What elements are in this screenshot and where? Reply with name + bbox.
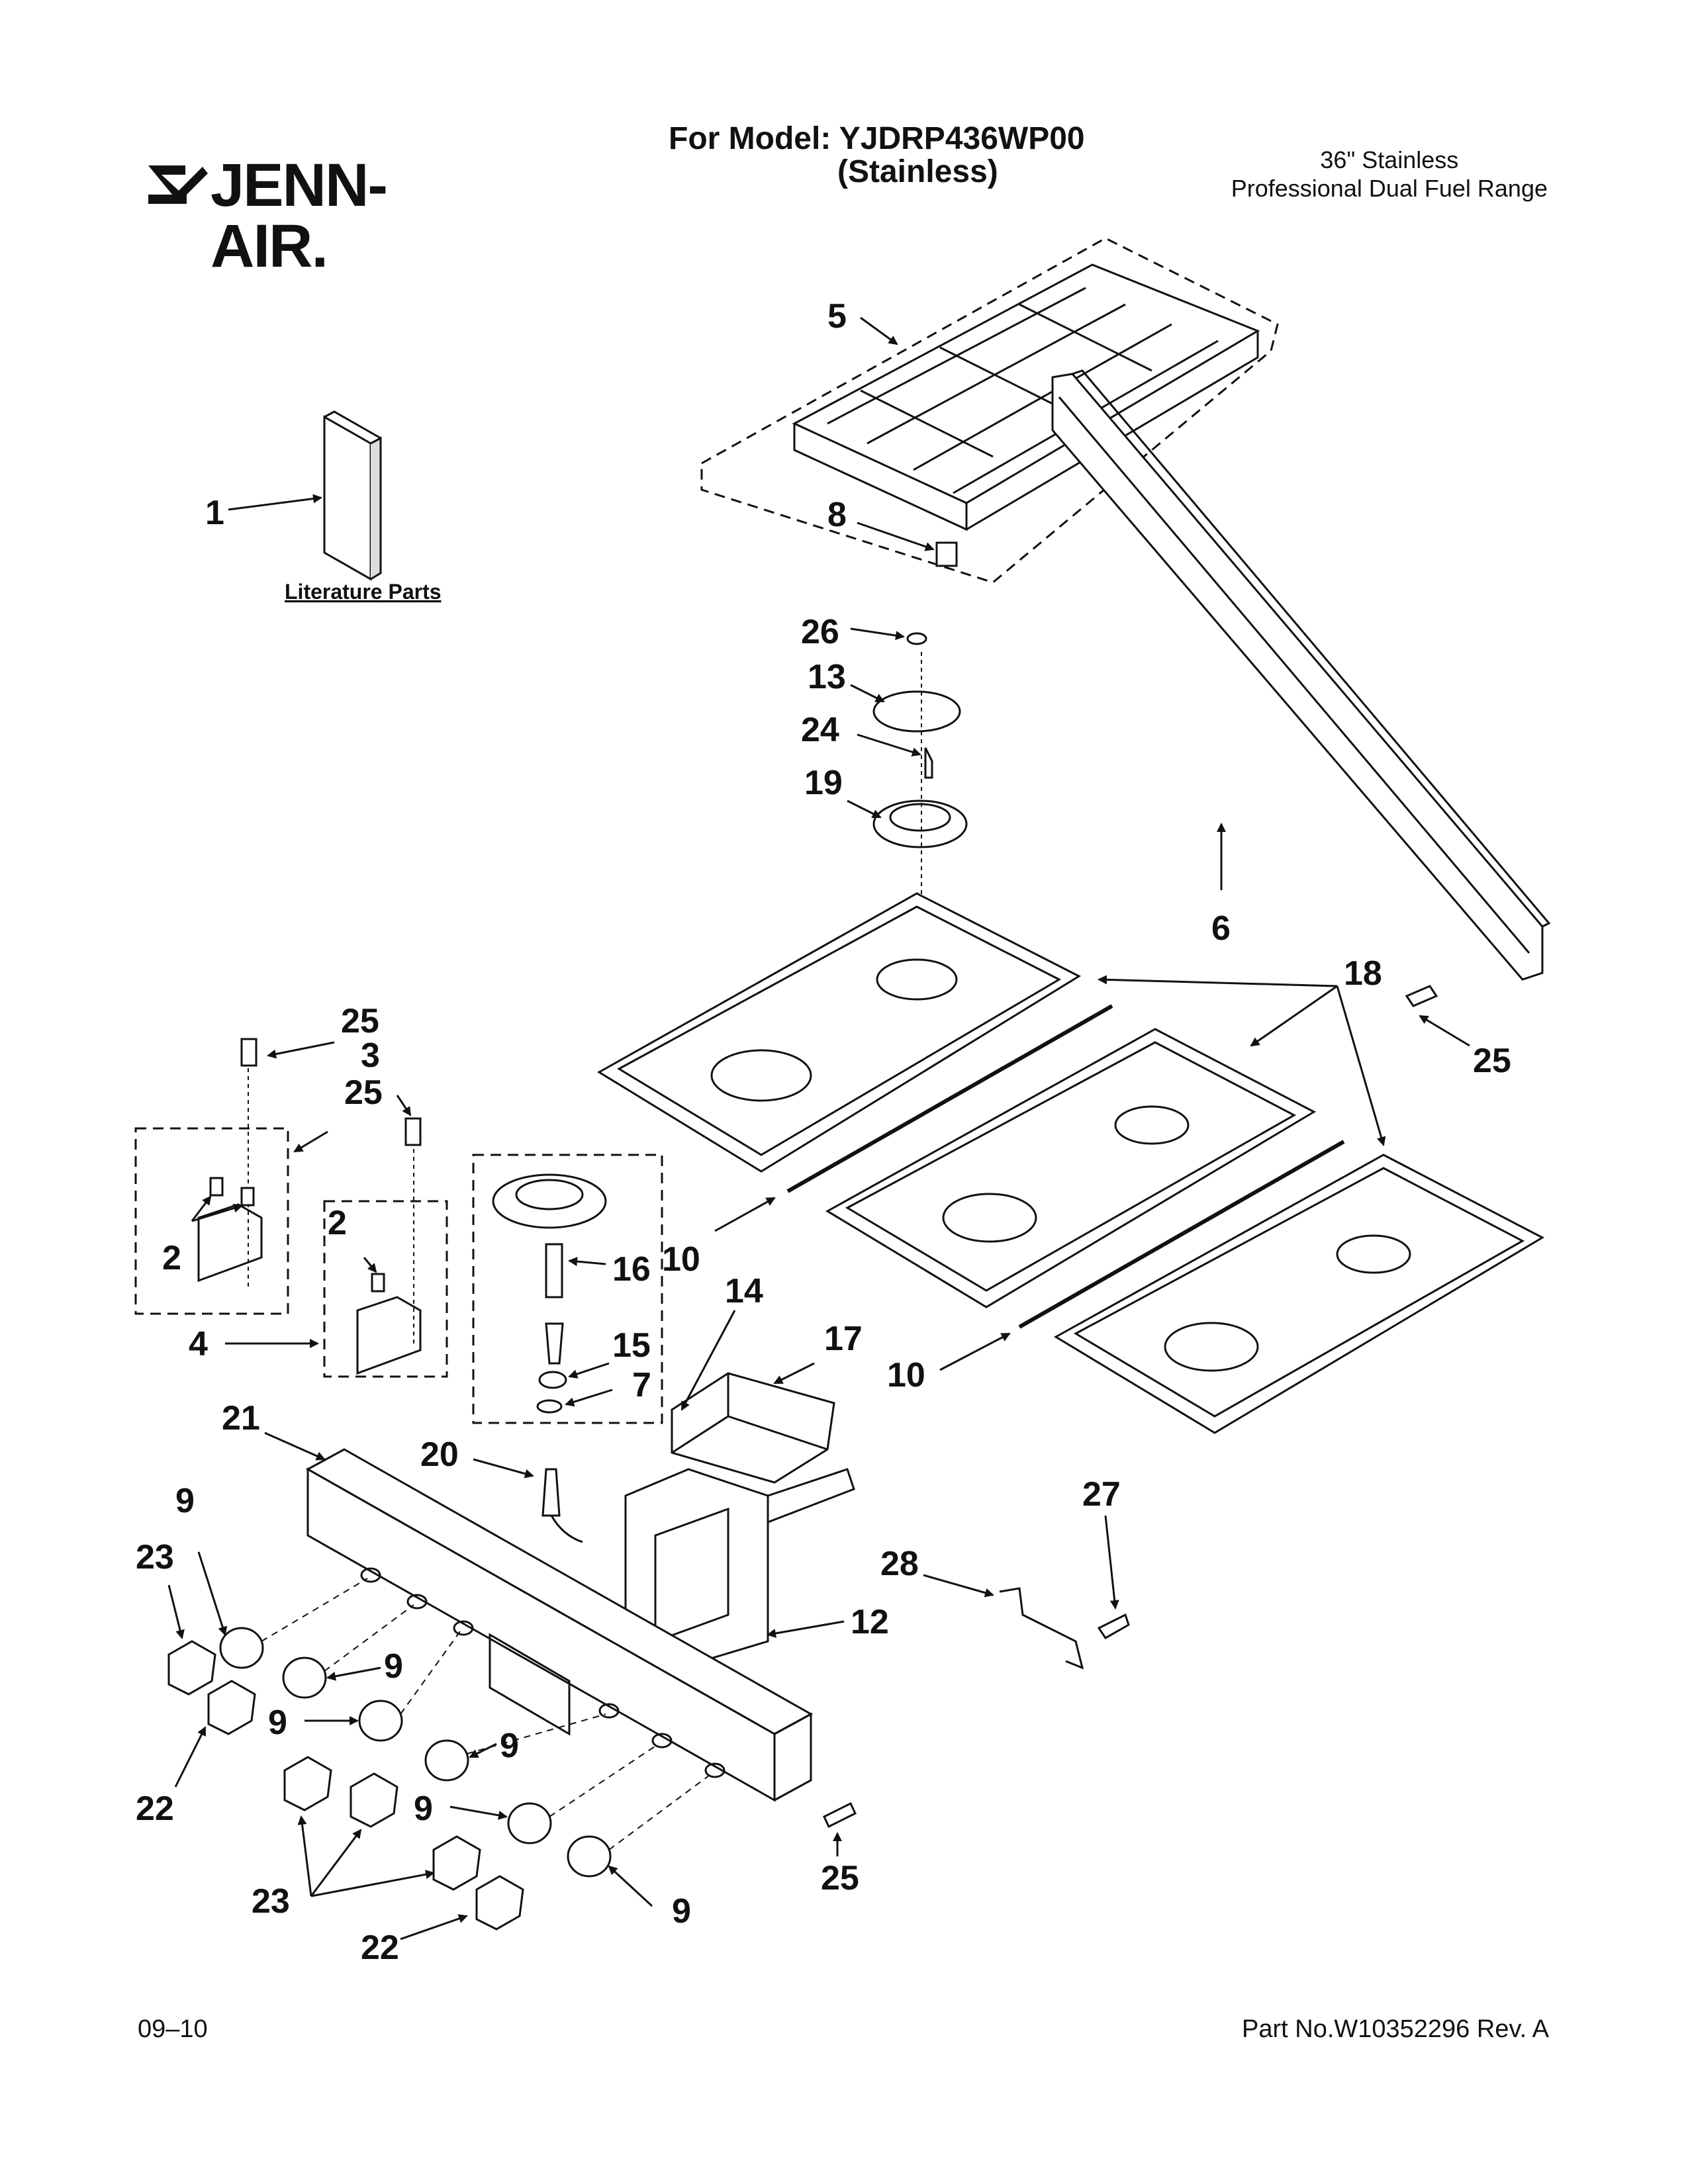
- model-title: For Model: YJDRP436WP00 (Stainless): [669, 122, 1085, 189]
- valve-assembly-4: [323, 1117, 448, 1378]
- brand-mark-icon: [148, 165, 208, 204]
- callout-6: 6: [1211, 909, 1231, 948]
- callout-2-right: 2: [328, 1204, 347, 1242]
- callout-16: 16: [612, 1250, 651, 1289]
- callout-25-bottom: 25: [821, 1859, 859, 1897]
- burner-tray-1: [597, 892, 1082, 1173]
- literature-parts-label: Literature Parts: [285, 580, 442, 604]
- callout-26: 26: [801, 613, 839, 651]
- callout-8: 8: [827, 496, 847, 534]
- callout-18: 18: [1344, 954, 1382, 993]
- burner-grate: [700, 237, 1279, 584]
- valve-assembly-3: [134, 1038, 289, 1315]
- callout-19: 19: [804, 764, 843, 802]
- callout-28: 28: [880, 1545, 919, 1583]
- callout-3: 3: [361, 1036, 380, 1075]
- callout-25-right: 25: [1473, 1042, 1511, 1080]
- callout-20: 20: [420, 1435, 459, 1474]
- burner-base: [872, 799, 968, 848]
- callout-5: 5: [827, 297, 847, 336]
- callout-22-b: 22: [361, 1929, 399, 1967]
- callout-9-b: 9: [384, 1647, 403, 1686]
- model-finish: (Stainless): [837, 154, 998, 190]
- callout-9-f: 9: [672, 1892, 691, 1931]
- callout-23-b: 23: [252, 1882, 290, 1921]
- callout-15: 15: [612, 1326, 651, 1365]
- control-panel: [305, 1448, 814, 1802]
- callout-10-bottom: 10: [887, 1356, 925, 1394]
- literature-booklet: [323, 410, 382, 581]
- callout-23-a: 23: [136, 1538, 174, 1576]
- brand-name: JENN-AIR.: [211, 152, 388, 280]
- callout-7: 7: [632, 1366, 651, 1404]
- callout-10-top: 10: [662, 1240, 700, 1279]
- knob-bezels: [219, 1627, 612, 1878]
- part-number: Part No.W10352296 Rev. A: [1242, 2015, 1549, 2043]
- rear-trim: [1051, 369, 1551, 981]
- callout-2-left: 2: [162, 1239, 181, 1277]
- callout-9-a: 9: [175, 1482, 195, 1520]
- callout-25-top: 25: [341, 1002, 379, 1040]
- callout-9-c: 9: [268, 1704, 287, 1742]
- callout-17: 17: [824, 1320, 863, 1358]
- product-description: 36" Stainless Professional Dual Fuel Ran…: [1231, 146, 1548, 203]
- model-number: For Model: YJDRP436WP00: [669, 121, 1085, 156]
- callout-9-d: 9: [500, 1727, 519, 1765]
- control-module: [671, 1372, 835, 1484]
- callout-1: 1: [205, 494, 224, 532]
- callout-22-a: 22: [136, 1790, 174, 1828]
- callout-13: 13: [808, 658, 846, 696]
- product-size: 36" Stainless: [1320, 146, 1459, 173]
- revision-date: 09–10: [138, 2015, 208, 2043]
- callout-25-mid: 25: [344, 1073, 383, 1112]
- callout-27: 27: [1082, 1475, 1121, 1514]
- burner-tray-3: [1054, 1154, 1545, 1434]
- callout-12: 12: [851, 1603, 889, 1641]
- callout-9-e: 9: [414, 1790, 433, 1828]
- callout-21: 21: [222, 1399, 260, 1437]
- control-knobs: [167, 1640, 524, 1931]
- burner-igniter-assembly: [472, 1154, 663, 1424]
- callout-4: 4: [189, 1325, 208, 1363]
- burner-cap: [872, 690, 961, 733]
- product-type: Professional Dual Fuel Range: [1231, 175, 1548, 203]
- burner-tray-2: [825, 1028, 1317, 1308]
- callout-24: 24: [801, 711, 839, 749]
- jenn-air-logo: JENN-AIR.: [144, 151, 489, 277]
- callout-14: 14: [725, 1272, 763, 1310]
